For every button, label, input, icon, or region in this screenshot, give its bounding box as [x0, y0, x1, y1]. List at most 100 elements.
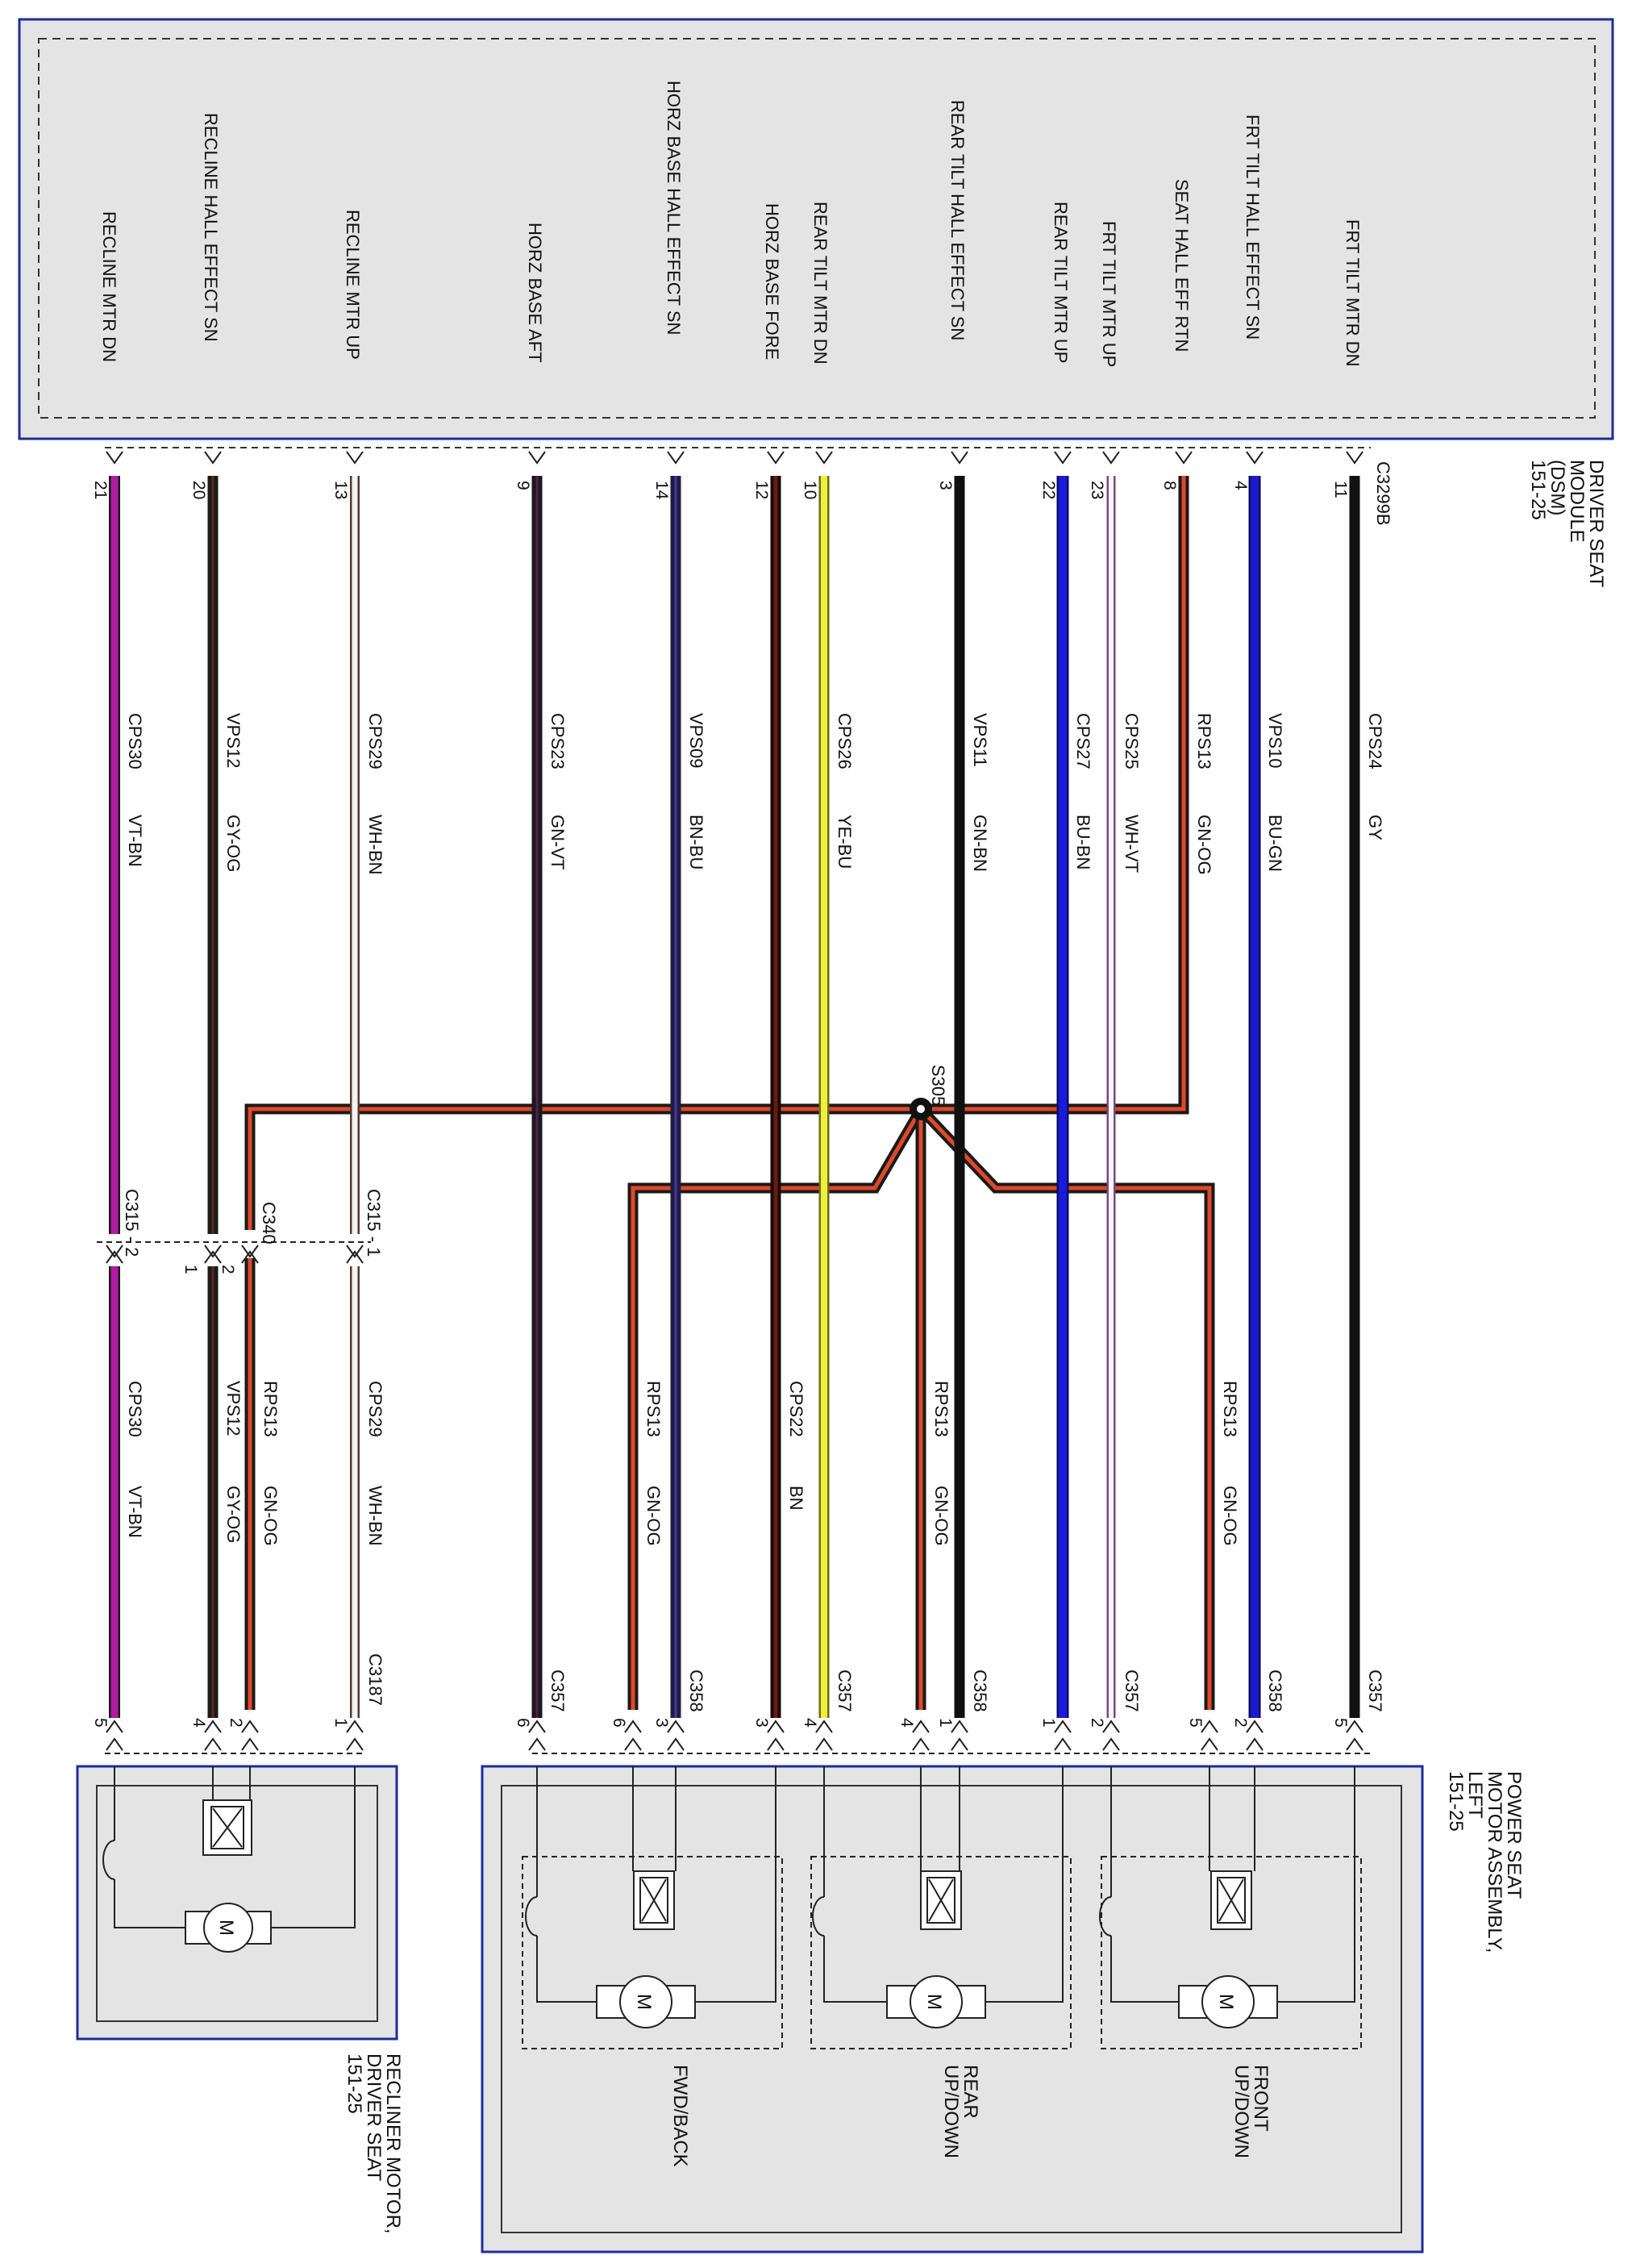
dsm-name-line-4: 151-25 [1527, 460, 1549, 520]
circuit-color: YE-BU [835, 815, 855, 869]
circuit-color: GN-BN [970, 815, 990, 872]
signal-label: SEAT HALL EFF RTN [1172, 179, 1192, 352]
pin-number: 4 [189, 1718, 208, 1728]
signal-label: FRT TILT HALL EFFECT SN [1243, 115, 1263, 340]
circuit-id: RPS13 [643, 1381, 664, 1437]
power-seat-motor-assembly[interactable]: M FWD/BACK M REAR UP/DOWN [481, 1765, 1424, 2253]
motor-label: M [633, 1994, 655, 2010]
c357-label-rear: C357 [835, 1670, 855, 1712]
dsm-pin-numbers: 21 20 13 9 14 12 10 3 22 23 8 4 11 [91, 481, 1350, 500]
motor-group-fwd-back: M [522, 1766, 783, 2049]
circuit-color: GN-OG [1194, 815, 1214, 875]
signal-label: FRT TILT MTR DN [1343, 219, 1363, 367]
c3187-label: C3187 [365, 1653, 385, 1706]
recliner-name-line-1: RECLINER MOTOR, [382, 2053, 404, 2234]
recliner-name-line-2: DRIVER SEAT [363, 2053, 385, 2182]
splice-s305-center [917, 1105, 925, 1113]
pin-number: 5 [1186, 1718, 1205, 1728]
power-seat-name-line-2: MOTOR ASSEMBLY, [1484, 1771, 1505, 1953]
circuit-color: VT-BN [125, 815, 145, 867]
splice-s305-label: S305 [928, 1065, 948, 1106]
pin-number: 4 [1231, 481, 1250, 490]
circuit-color: WH-BN [365, 1486, 385, 1546]
pin-number: 11 [1331, 481, 1350, 498]
dsm-module-inner-dash [38, 38, 1596, 419]
circuit-id: VPS10 [1265, 713, 1285, 769]
c315-1-label: C315 - 1 [364, 1189, 384, 1257]
inline-connectors [97, 1241, 371, 1264]
signal-label: FRT TILT MTR UP [1099, 221, 1119, 367]
pin-number: 3 [752, 1718, 771, 1728]
circuit-color: BU-GN [1265, 815, 1285, 872]
circuit-id: CPS25 [1122, 713, 1142, 769]
dsm-name-line-1: DRIVER SEAT [1585, 460, 1607, 588]
lower-circuit-labels: CPS30 VT-BN VPS12 GY-OG RPS13 GN-OG CPS2… [125, 1381, 1240, 1546]
power-seat-name-line-4: 151-25 [1445, 1771, 1467, 1832]
pin-number: 3 [936, 481, 955, 490]
circuit-color: BN-BU [686, 815, 706, 869]
pin-number: 2 [1088, 1718, 1106, 1728]
circuit-id: CPS27 [1073, 713, 1093, 769]
pin-number: 8 [1160, 481, 1179, 490]
circuit-id: CPS23 [547, 713, 568, 769]
signal-label: REAR TILT MTR UP [1051, 202, 1071, 363]
circuit-id: CPS30 [125, 713, 145, 769]
circuit-color: GY-OG [223, 1486, 244, 1543]
recliner-hall-sensor [202, 1766, 252, 1856]
dsm-module-box[interactable] [18, 18, 1614, 440]
circuit-color: WH-VT [1122, 815, 1142, 873]
c340-label: C340 [259, 1202, 279, 1244]
c358-label-frt: C358 [1265, 1670, 1285, 1712]
signal-label: REAR TILT MTR DN [810, 202, 831, 365]
circuit-color: GY-OG [223, 815, 244, 872]
circuit-id: RPS13 [1220, 1381, 1240, 1437]
motor-label: M [1215, 1994, 1237, 2010]
pin-number: 1 [1039, 1718, 1058, 1728]
pin-number: 14 [652, 481, 671, 500]
c315-2-label: C315 - 2 [122, 1189, 142, 1257]
motor-group-front-up-down: M [1099, 1766, 1362, 2049]
svg-text:FRONT: FRONT [1250, 2065, 1272, 2132]
circuit-color: GN-VT [547, 815, 568, 869]
circuit-color: BU-BN [1073, 815, 1093, 869]
pin-number: 4 [897, 1718, 916, 1728]
circuit-id: CPS29 [365, 1381, 385, 1437]
pin-number: 23 [1088, 481, 1106, 499]
recliner-label: RECLINER MOTOR, DRIVER SEAT 151-25 [343, 2053, 404, 2234]
circuit-color: VT-BN [125, 1486, 145, 1538]
wires [109, 476, 1360, 1718]
circuit-id: CPS22 [786, 1381, 806, 1437]
pin-number: 22 [1039, 481, 1058, 499]
upper-circuit-labels: CPS30 VT-BN VPS12 GY-OG CPS29 WH-BN CPS2… [125, 713, 1385, 875]
circuit-id: VPS09 [686, 713, 706, 769]
motor-group-rear-up-down: M [810, 1766, 1072, 2049]
circuit-id: RPS13 [1194, 713, 1214, 769]
c340-lower-pin: 1 [181, 1265, 200, 1274]
power-seat-name-line-1: POWER SEAT [1503, 1771, 1525, 1899]
dsm-name-line-3: (DSM) [1547, 460, 1568, 515]
svg-text:UP/DOWN: UP/DOWN [1230, 2065, 1252, 2158]
c358-label-rear: C358 [970, 1670, 990, 1712]
signal-label: RECLINE MTR DN [99, 211, 119, 362]
pin-number: 1 [936, 1718, 955, 1728]
motor-group-label-rear: REAR UP/DOWN [940, 2065, 981, 2158]
power-seat-label: POWER SEAT MOTOR ASSEMBLY, LEFT 151-25 [1445, 1771, 1525, 1953]
circuit-color: BN [786, 1486, 806, 1511]
c357-label-fwd: C357 [547, 1670, 568, 1712]
pin-number: 5 [91, 1718, 110, 1728]
signal-label: RECLINE HALL EFFECT SN [201, 113, 221, 342]
recliner-motor-module[interactable]: M [76, 1765, 398, 2041]
pin-number: 21 [91, 481, 110, 499]
circuit-color: GN-OG [260, 1486, 281, 1546]
signal-label: REAR TILT HALL EFFECT SN [947, 100, 968, 340]
motor-group-label-front: FRONT UP/DOWN [1230, 2065, 1272, 2158]
recliner-motor-symbol: M [185, 1903, 272, 1953]
motor-label: M [923, 1994, 945, 2010]
pin-number: 6 [514, 1718, 532, 1728]
c357-label-frt: C357 [1122, 1670, 1142, 1712]
pin-number: 12 [752, 481, 771, 499]
circuit-id: RPS13 [260, 1381, 281, 1437]
circuit-id: CPS29 [365, 713, 385, 769]
svg-text:UP/DOWN: UP/DOWN [940, 2065, 962, 2158]
pin-number: 3 [652, 1718, 671, 1728]
